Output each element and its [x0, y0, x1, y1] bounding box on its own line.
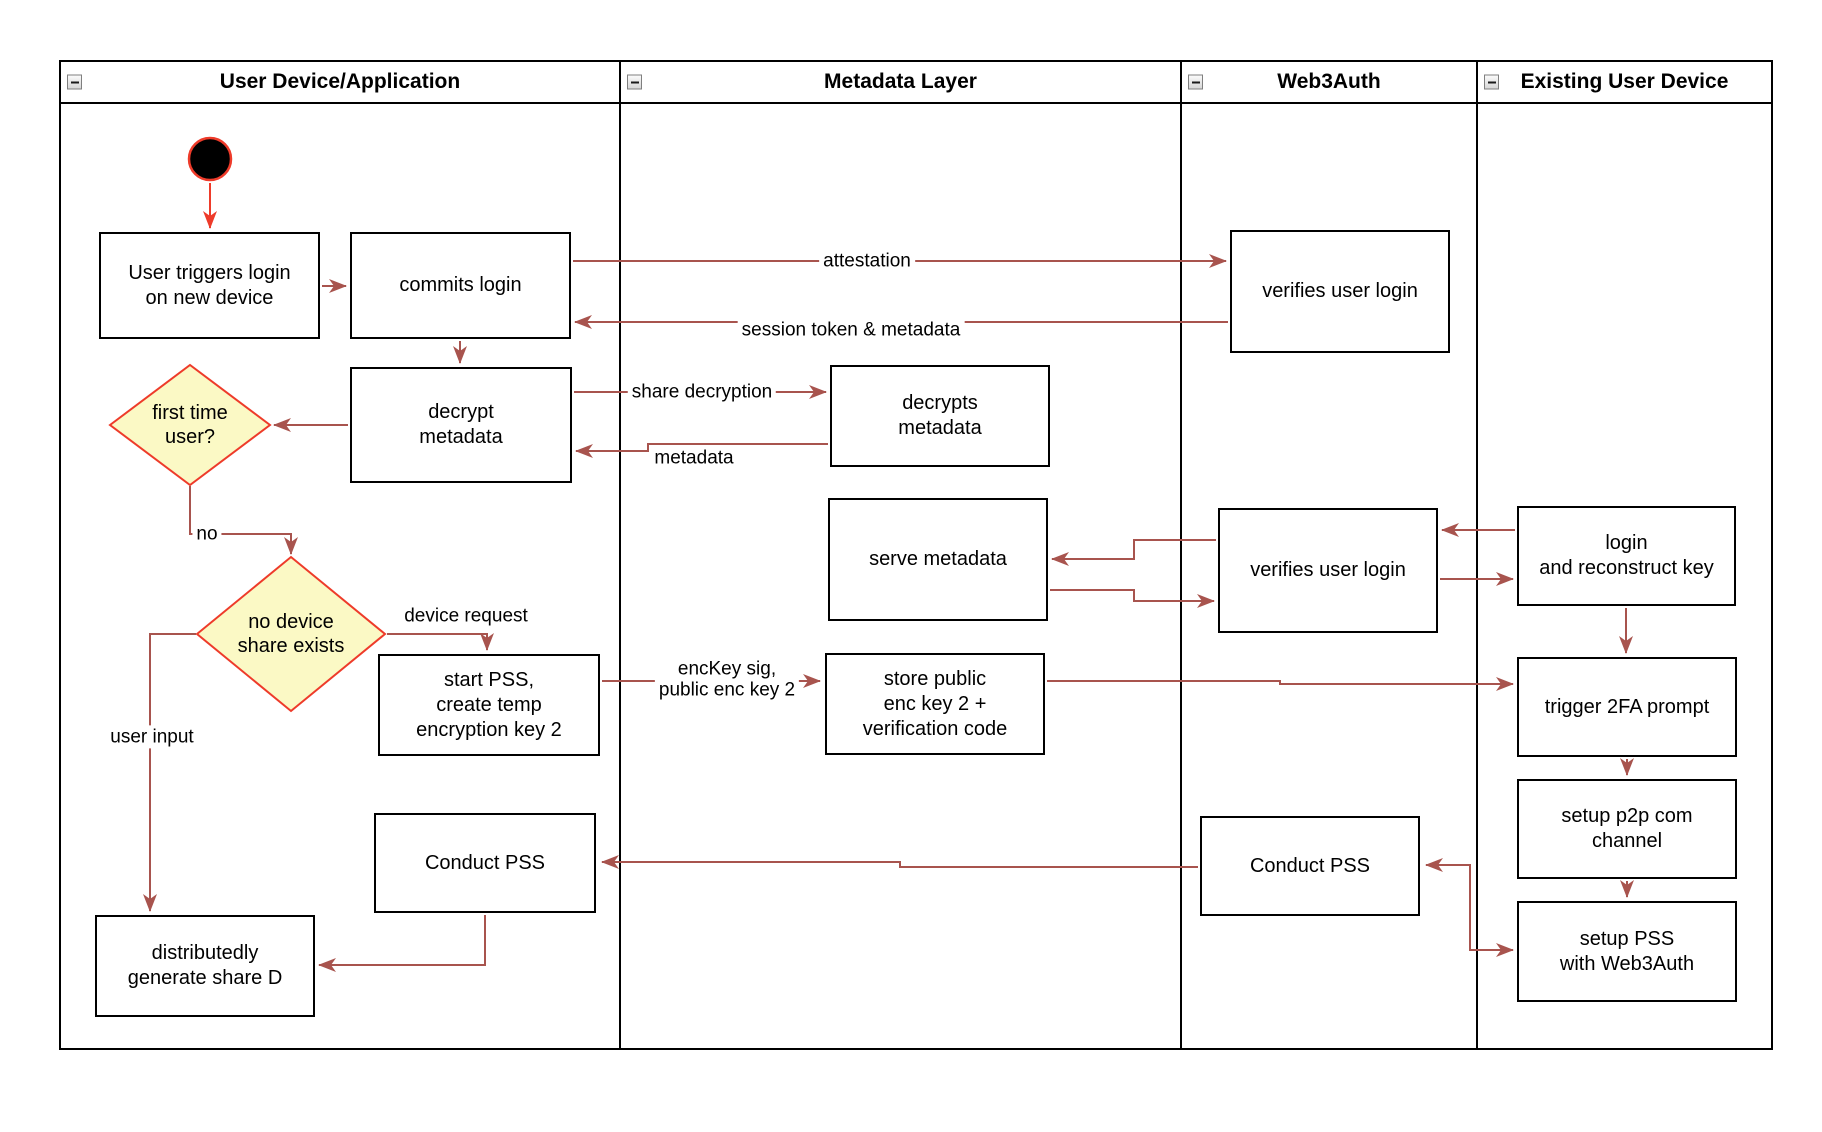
label-user-input: user input: [106, 725, 198, 749]
collapse-icon-existing-user-device[interactable]: [1484, 74, 1499, 90]
label-share-decryption: share decryption: [627, 380, 777, 404]
node-conduct-pss-user: Conduct PSS: [374, 813, 596, 913]
minus-glyph: [70, 81, 79, 83]
node-setup-pss-with-web3auth: setup PSS with Web3Auth: [1517, 901, 1737, 1002]
node-label-store-public-enc-key: store public enc key 2 + verification co…: [862, 667, 1008, 740]
decision-label-no-device-share-exists: no device share exists: [237, 611, 345, 657]
collapse-icon-metadata-layer[interactable]: [627, 74, 642, 90]
edge-serve-to-verifies2: [1050, 589, 1215, 608]
edge-device-request: [387, 633, 494, 651]
decision-label-first-time-user: first time user?: [152, 402, 228, 448]
node-label-user-triggers-login: User triggers login on new device: [128, 261, 291, 309]
node-label-verifies-user-login-1: verifies user login: [1262, 280, 1418, 302]
node-decrypts-metadata: decrypts metadata: [830, 365, 1050, 467]
edge-conduct-to-generate-share: [318, 915, 486, 972]
node-serve-metadata: serve metadata: [828, 498, 1048, 621]
node-conduct-pss-web3auth: Conduct PSS: [1200, 816, 1420, 916]
node-verifies-user-login-2: verifies user login: [1218, 508, 1438, 633]
node-login-and-reconstruct-key: login and reconstruct key: [1517, 506, 1736, 606]
node-store-public-enc-key: store public enc key 2 + verification co…: [825, 653, 1045, 755]
decision-first-time-user: [108, 363, 272, 487]
node-label-setup-pss-with-web3auth: setup PSS with Web3Auth: [1559, 927, 1695, 975]
lane-header-user-device: User Device/Application: [60, 61, 620, 103]
minus-glyph: [1487, 81, 1496, 83]
pool-frame: [59, 60, 1773, 1050]
node-commits-login: commits login: [350, 232, 571, 339]
collapse-icon-web3auth[interactable]: [1188, 74, 1203, 90]
node-label-trigger-2fa-prompt: trigger 2FA prompt: [1544, 695, 1710, 718]
edge-no-branch: [189, 486, 298, 555]
lane-header-web3auth: Web3Auth: [1181, 61, 1477, 103]
node-label-serve-metadata: serve metadata: [869, 548, 1007, 570]
node-label-conduct-pss-user: Conduct PSS: [424, 851, 546, 874]
node-trigger-2fa-prompt: trigger 2FA prompt: [1517, 657, 1737, 757]
label-no: no: [192, 522, 222, 546]
lane-title-metadata-layer: Metadata Layer: [824, 70, 977, 93]
label-device-request: device request: [404, 605, 528, 627]
lane-title-user-device: User Device/Application: [219, 70, 461, 93]
label-metadata: metadata: [650, 446, 738, 470]
lane-title-web3auth: Web3Auth: [1277, 70, 1381, 93]
node-label-setup-p2p-com-channel: setup p2p com channel: [1561, 805, 1693, 852]
node-label-commits-login: commits login: [399, 274, 522, 296]
node-label-verifies-user-login-2: verifies user login: [1250, 559, 1406, 581]
node-label-login-and-reconstruct-key: login and reconstruct key: [1539, 532, 1714, 579]
node-setup-p2p-com-channel: setup p2p com channel: [1517, 779, 1737, 879]
label-enckey-sig: encKey sig, public enc key 2: [654, 657, 800, 703]
node-decrypt-metadata: decrypt metadata: [350, 367, 572, 483]
minus-glyph: [1191, 81, 1200, 83]
node-generate-share-d: distributedly generate share D: [95, 915, 315, 1017]
node-start-pss: start PSS, create temp encryption key 2: [378, 654, 600, 756]
edge-verifies2-to-serve: [1051, 539, 1216, 566]
lane-header-metadata-layer: Metadata Layer: [620, 61, 1181, 103]
node-label-start-pss: start PSS, create temp encryption key 2: [416, 668, 562, 741]
lane-title-existing-user-device: Existing User Device: [1520, 70, 1729, 93]
node-verifies-user-login-1: verifies user login: [1230, 230, 1450, 353]
node-label-generate-share-d: distributedly generate share D: [127, 942, 283, 989]
edge-user-input-branch: [143, 633, 196, 912]
decision-no-device-share-exists: [195, 555, 387, 713]
label-session-token: session token & metadata: [737, 318, 965, 342]
lane-header-existing-user-device: Existing User Device: [1477, 61, 1772, 103]
collapse-icon-user-device[interactable]: [67, 74, 82, 90]
node-label-conduct-pss-web3auth: Conduct PSS: [1249, 854, 1371, 877]
edge-setup-pss-conduct-pss-link: [1425, 858, 1514, 957]
label-attestation: attestation: [819, 249, 915, 273]
node-label-decrypts-metadata: decrypts metadata: [898, 392, 982, 439]
node-label-decrypt-metadata: decrypt metadata: [419, 401, 503, 448]
edge-store-to-trigger-2fa: [1047, 677, 1514, 691]
minus-glyph: [630, 81, 639, 83]
start-node: [187, 136, 233, 182]
edge-conduct-w3a-to-conduct-user: [601, 855, 1198, 869]
node-user-triggers-login: User triggers login on new device: [99, 232, 320, 339]
edge-metadata-return: [575, 443, 828, 458]
